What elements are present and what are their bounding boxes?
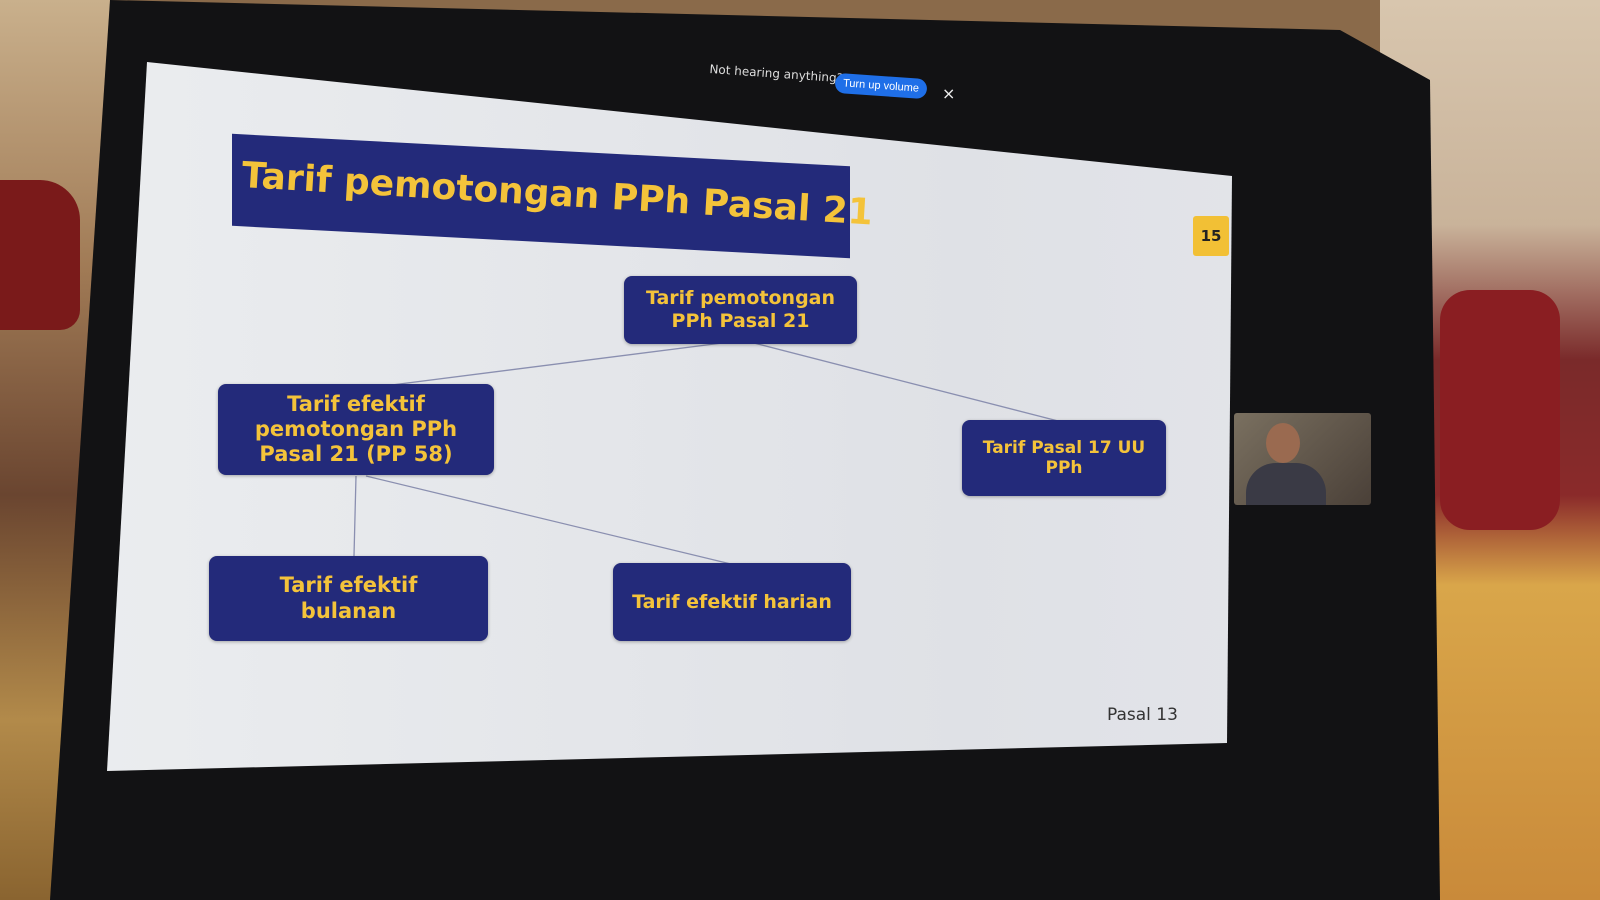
node-root: Tarif pemotongan PPh Pasal 21: [624, 276, 857, 344]
chair: [1440, 290, 1560, 530]
participant-head: [1266, 423, 1300, 463]
chair: [0, 180, 80, 330]
slide-footer: Pasal 13: [1107, 705, 1178, 725]
connector-root-left: [367, 341, 731, 389]
node-pp58: Tarif efektif pemotongan PPh Pasal 21 (P…: [218, 384, 494, 475]
node-monthly: Tarif efektif bulanan: [209, 556, 488, 641]
close-icon[interactable]: ×: [942, 84, 956, 103]
connector-left-daily: [365, 475, 736, 566]
node-daily: Tarif efektif harian: [613, 563, 851, 641]
page-number-badge: 15: [1193, 216, 1229, 256]
participant-video-thumbnail[interactable]: [1234, 413, 1371, 505]
connector-root-right: [749, 341, 1063, 423]
participant-body: [1246, 463, 1326, 505]
node-pasal17: Tarif Pasal 17 UU PPh: [962, 420, 1166, 496]
connector-left-monthly: [353, 475, 357, 557]
